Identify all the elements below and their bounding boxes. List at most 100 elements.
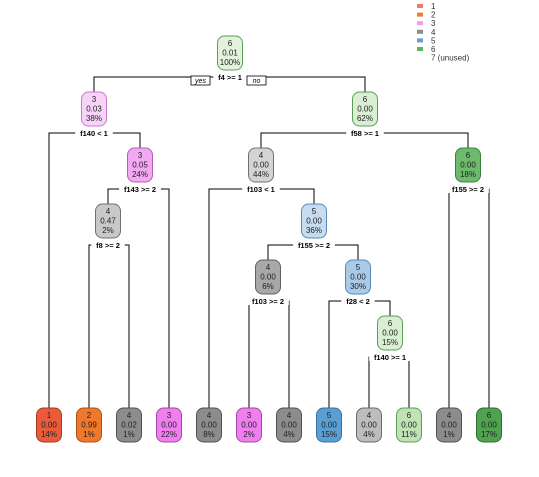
split-label-n_rlrl: f103 >= 2 — [252, 297, 284, 306]
node-class: 6 — [487, 411, 492, 420]
node-prob: 0.02 — [121, 421, 137, 430]
legend-label: 3 — [431, 19, 436, 28]
node-percent: 30% — [350, 282, 366, 291]
node-percent: 8% — [203, 430, 215, 439]
node-class: 5 — [312, 207, 317, 216]
node-box — [255, 259, 281, 295]
node-box — [76, 407, 102, 443]
node-percent: 1% — [83, 430, 95, 439]
split-label-n_l: f140 < 1 — [80, 129, 108, 138]
node-box — [36, 407, 62, 443]
node-prob: 0.00 — [201, 421, 217, 430]
node-class: 6 — [407, 411, 412, 420]
node-percent: 6% — [262, 282, 274, 291]
tree-node-n_lrl: 40.472% — [95, 203, 121, 239]
node-box — [316, 407, 342, 443]
node-percent: 17% — [481, 430, 497, 439]
tree-node-leaf5: 40.008% — [196, 407, 222, 443]
split-label-bg-n_l — [75, 128, 113, 137]
node-percent: 1% — [123, 430, 135, 439]
edge-n_lrl — [88, 244, 130, 408]
node-class: 4 — [127, 411, 132, 420]
node-class: 2 — [87, 411, 92, 420]
legend-swatch — [417, 38, 423, 43]
split-label-bg-n_rlrr — [341, 296, 375, 305]
split-label-n_rlr: f155 >= 2 — [298, 241, 330, 250]
node-class: 6 — [466, 151, 471, 160]
node-prob: 0.01 — [222, 49, 238, 58]
legend-swatch — [417, 21, 423, 26]
node-prob: 0.03 — [86, 105, 102, 114]
node-prob: 0.00 — [441, 421, 457, 430]
no-label: no — [253, 78, 261, 85]
node-box — [81, 91, 107, 127]
legend-label: 4 — [431, 28, 436, 37]
node-percent: 2% — [243, 430, 255, 439]
node-prob: 0.00 — [241, 421, 257, 430]
legend-label: 2 — [431, 11, 436, 20]
node-prob: 0.00 — [361, 421, 377, 430]
yes-no-labels: yes no — [190, 75, 267, 86]
tree-node-leaf11: 40.001% — [436, 407, 462, 443]
split-label-bg-n_rlr — [293, 240, 335, 249]
node-percent: 2% — [102, 226, 114, 235]
edge-n_rr — [448, 188, 490, 408]
split-label-n_root: f4 >= 1 — [218, 73, 242, 82]
node-prob: 0.00 — [460, 161, 476, 170]
legend-swatch — [417, 29, 423, 34]
legend-label: 7 (unused) — [431, 54, 470, 63]
node-box — [217, 35, 243, 71]
split-label-n_rr: f155 >= 2 — [452, 185, 484, 194]
tree-node-leaf6: 30.002% — [236, 407, 262, 443]
node-percent: 18% — [460, 170, 476, 179]
legend-swatch — [417, 47, 423, 51]
node-prob: 0.05 — [132, 161, 148, 170]
tree-nodes: 60.01100%30.0338%60.0062%30.0524%40.0044… — [36, 35, 502, 443]
node-class: 4 — [106, 207, 111, 216]
node-prob: 0.00 — [401, 421, 417, 430]
yes-label: yes — [194, 78, 206, 85]
node-prob: 0.00 — [260, 273, 276, 282]
split-label-n_rlrr: f28 < 2 — [346, 297, 370, 306]
node-prob: 0.00 — [481, 421, 497, 430]
node-percent: 62% — [357, 114, 373, 123]
no-label-box — [246, 75, 267, 86]
legend-label: 6 — [431, 45, 436, 54]
node-class: 1 — [47, 411, 52, 420]
split-label-bg-n_rlrrr — [369, 352, 411, 361]
node-class: 3 — [138, 151, 143, 160]
node-percent: 36% — [306, 226, 322, 235]
node-percent: 15% — [382, 338, 398, 347]
node-prob: 0.00 — [253, 161, 269, 170]
edge-n_l — [48, 132, 141, 408]
node-prob: 0.99 — [81, 421, 97, 430]
split-label-bg-n_rr — [447, 184, 489, 193]
split-label-bg-n_rlrl — [247, 296, 289, 305]
node-class: 5 — [327, 411, 332, 420]
node-class: 6 — [363, 95, 368, 104]
legend-label: 1 — [431, 2, 436, 11]
node-percent: 4% — [363, 430, 375, 439]
node-class: 6 — [228, 39, 233, 48]
node-prob: 0.00 — [357, 105, 373, 114]
tree-node-leaf2: 20.991% — [76, 407, 102, 443]
split-label-bg-n_lrl — [91, 240, 125, 249]
split-label-n_lrl: f8 >= 2 — [96, 241, 120, 250]
node-box — [248, 147, 274, 183]
node-class: 3 — [247, 411, 252, 420]
node-percent: 38% — [86, 114, 102, 123]
node-prob: 0.47 — [100, 217, 116, 226]
edge-n_rlrl — [248, 300, 290, 408]
legend-label: 5 — [431, 36, 436, 45]
legend-swatch — [417, 12, 423, 17]
